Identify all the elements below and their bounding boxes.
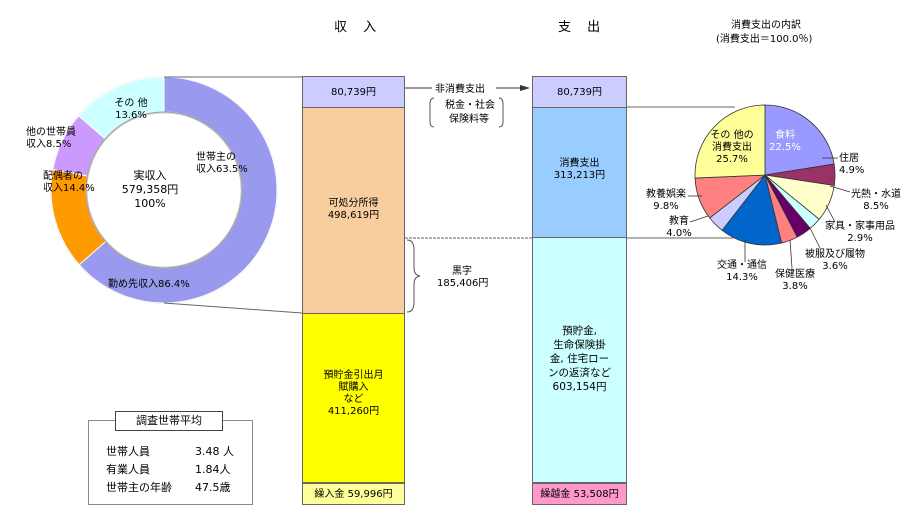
- pie-leader-4: [789, 239, 793, 269]
- pie-leader-2: [825, 204, 836, 223]
- pie-leader-3: [809, 227, 821, 249]
- arrow-right: [520, 85, 530, 91]
- income-header: 収 入: [334, 20, 383, 35]
- survey-title: 調査世帯平均: [115, 411, 223, 431]
- conn-bottom: [163, 302, 303, 314]
- tax-label-1: 税金・社会: [445, 100, 495, 111]
- income-disposable-segment: 可処分所得 498,619円: [302, 107, 405, 314]
- label-other-member: 他の世帯員収入8.5%: [26, 127, 76, 150]
- survey-row-members-value: 3.48 人: [195, 445, 234, 458]
- survey-row-age-label: 世帯主の年齢: [106, 481, 172, 494]
- breakdown-subtitle: (消費支出＝100.0％): [716, 34, 813, 45]
- pie-leader-6: [689, 215, 709, 223]
- expense-carryover: 繰越金 53,508円: [532, 483, 627, 505]
- income-carryin: 繰入金 59,996円: [302, 483, 405, 505]
- pie-slice-6: [721, 174, 783, 246]
- expense-savings-segment: 預貯金, 生命保険掛 金, 住宅ロー ンの返済など 603,154円: [532, 237, 627, 483]
- donut-inner-edge: [86, 112, 242, 268]
- survey-row-age-value: 47.5歳: [195, 481, 231, 494]
- label-spouse: 配偶者の収入14.4%: [43, 171, 95, 194]
- expense-header: 支 出: [558, 20, 607, 35]
- survey-row-earners-label: 有業人員: [106, 463, 150, 476]
- income-noncons-segment: 80,739円: [302, 76, 405, 108]
- label-head-income: 世帯主の収入63.5%: [196, 152, 248, 175]
- breakdown-title: 消費支出の内訳: [731, 20, 801, 31]
- tax-label-2: 保険料等: [449, 114, 489, 125]
- pie-slice-0: [764, 104, 835, 176]
- pie-leader-1: [829, 185, 851, 193]
- donut-hole: [85, 111, 243, 269]
- donut-center: 実収入 579,358円 100%: [121, 169, 179, 210]
- surplus-brace: [406, 239, 421, 313]
- tax-bracket-right: [498, 97, 504, 128]
- label-work-income: 勤め先収入86.4%: [108, 279, 190, 290]
- income-withdrawal-segment: 預貯金引出月 賦購入 など 411,260円: [302, 313, 405, 483]
- non-consumption-label: 非消費支出: [435, 84, 485, 95]
- survey-row-earners-value: 1.84人: [195, 463, 231, 476]
- income-donut: [50, 76, 278, 304]
- consumption-pie: [688, 104, 851, 269]
- pie-slice-9: [694, 104, 766, 179]
- expense-noncons-segment: 80,739円: [532, 76, 627, 108]
- tax-bracket-left: [429, 97, 435, 128]
- survey-row-members-label: 世帯人員: [106, 445, 150, 458]
- expense-consumption-segment: 消費支出 313,213円: [532, 107, 627, 238]
